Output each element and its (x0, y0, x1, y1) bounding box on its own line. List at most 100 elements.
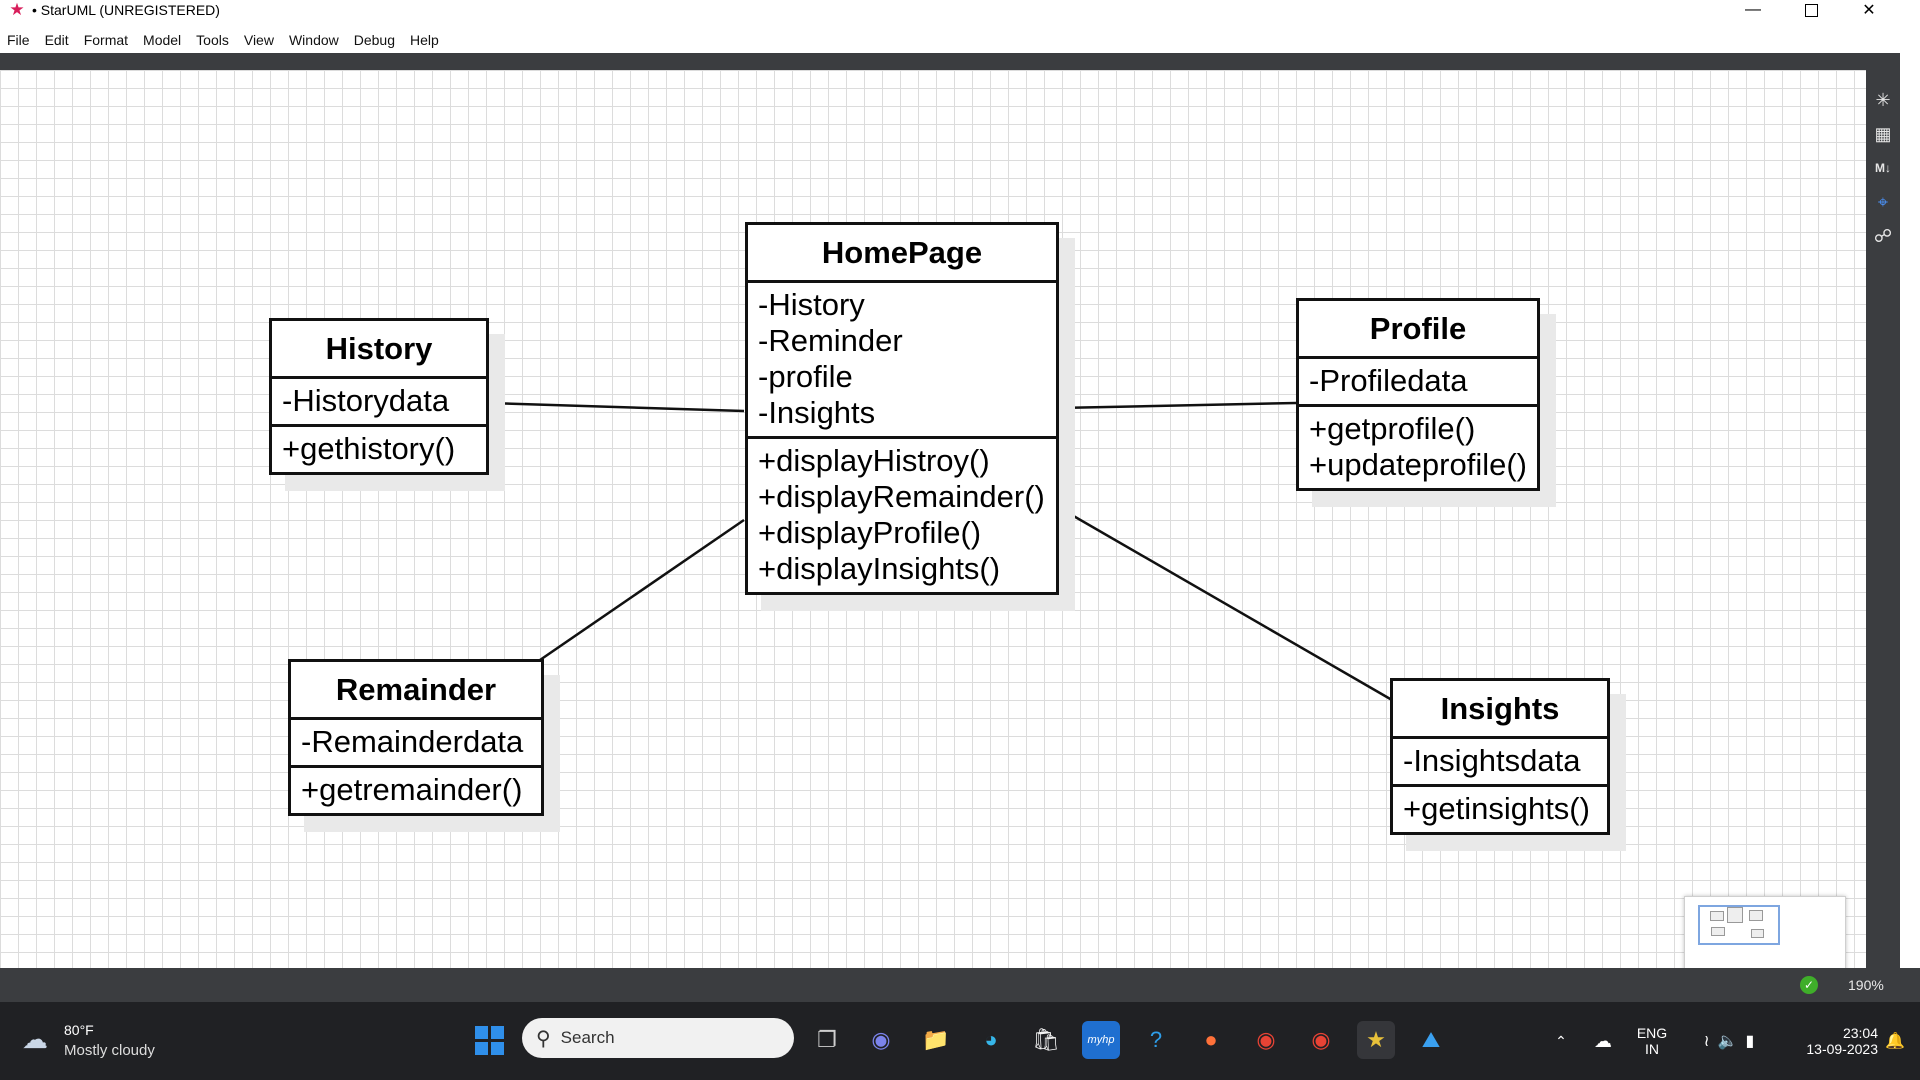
operation: +displayHistroy() (758, 443, 990, 478)
minimap-shape (1711, 927, 1725, 936)
toolbar-strip (0, 53, 1920, 70)
class-name: Profile (1299, 301, 1537, 359)
class-profile[interactable]: Profile -Profiledata +getprofile() +upda… (1296, 298, 1540, 491)
operation: +displayRemainder() (758, 479, 1045, 514)
weather-temperature: 80°F (64, 1022, 94, 1038)
attributes-compartment: -Remainderdata (291, 720, 541, 765)
weather-description: Mostly cloudy (64, 1042, 155, 1059)
notification-bell-icon[interactable]: 🔔 (1885, 1033, 1905, 1050)
operation: +displayProfile() (758, 515, 982, 550)
window-edge (1900, 50, 1920, 970)
association-history-homepage[interactable] (487, 401, 745, 413)
myhp-icon[interactable]: myhp (1082, 1021, 1120, 1059)
menu-file[interactable]: File (7, 32, 30, 48)
menu-tools[interactable]: Tools (196, 32, 229, 48)
store-icon[interactable]: 🛍 (1032, 1027, 1060, 1052)
operation: +displayInsights() (758, 551, 1001, 586)
clock-time: 23:04 (1842, 1025, 1878, 1041)
association-homepage-insights[interactable] (1057, 505, 1393, 702)
chrome-profile-icon[interactable]: ◉ (1311, 1027, 1331, 1052)
network-volume-battery[interactable]: ≀ 🔈 ▮ (1684, 1002, 1774, 1080)
class-history[interactable]: History -Historydata +gethistory() (269, 318, 489, 475)
region-code: IN (1645, 1041, 1659, 1057)
teams-meet-icon[interactable]: ◉ (871, 1027, 891, 1052)
maximize-icon (1804, 3, 1818, 17)
minimap-shape (1749, 910, 1763, 921)
search-icon: ⚲ (536, 1027, 551, 1050)
clock[interactable]: 23:04 13-09-2023 (1782, 1002, 1878, 1080)
minimap-viewport[interactable] (1698, 905, 1780, 945)
menu-format[interactable]: Format (83, 32, 129, 48)
close-button[interactable]: ✕ (1840, 0, 1898, 20)
navigator-crosshair-icon[interactable]: ⌖ (1877, 191, 1889, 212)
attribute: -Remainderdata (301, 724, 524, 759)
edge-icon[interactable]: ◕ (984, 1027, 998, 1052)
weather-widget[interactable]: ☁ 80°F Mostly cloudy (20, 1016, 170, 1064)
class-insights[interactable]: Insights -Insightsdata +getinsights() (1390, 678, 1610, 835)
menu-debug[interactable]: Debug (353, 32, 396, 48)
association-remainder-homepage[interactable] (539, 518, 745, 662)
operation: +getprofile() (1309, 411, 1476, 446)
menu-bar: File Edit Format Model Tools View Window… (0, 28, 1920, 52)
staruml-icon[interactable]: ★ (1357, 1021, 1395, 1059)
volume-icon: 🔈 (1717, 1033, 1738, 1050)
attributes-compartment: -History -Reminder -profile -Insights (748, 283, 1056, 436)
right-sidebar: ✳ ▦ M↓ ⌖ ☍ (1866, 70, 1900, 968)
share-graph-icon[interactable]: ☍ (1873, 225, 1893, 246)
task-view-icon[interactable]: ❐ (817, 1027, 837, 1052)
minimap-shape (1751, 929, 1764, 938)
attribute: -Reminder (758, 323, 903, 358)
operations-compartment: +displayHistroy() +displayRemainder() +d… (748, 436, 1056, 592)
search-placeholder: Search (560, 1028, 615, 1047)
minimize-button[interactable]: — (1724, 0, 1782, 20)
onedrive-cloud-icon[interactable]: ☁ (1594, 1030, 1612, 1051)
diagram-minimap[interactable] (1684, 896, 1846, 968)
attribute: -Insights (758, 395, 876, 430)
markdown-icon[interactable]: M↓ (1875, 161, 1891, 175)
menu-help[interactable]: Help (410, 32, 439, 48)
minimap-shape (1710, 911, 1724, 921)
layout-panels-icon[interactable]: ▦ (1874, 123, 1892, 144)
photos-icon[interactable]: ⛰ (1421, 1027, 1441, 1052)
title-bar: ★ • StarUML (UNREGISTERED) (0, 0, 1920, 20)
close-icon: ✕ (1862, 2, 1876, 19)
association-lines (487, 401, 1393, 702)
attribute: -History (758, 287, 865, 322)
operation: +getinsights() (1403, 791, 1590, 826)
menu-edit[interactable]: Edit (44, 32, 69, 48)
zoom-level[interactable]: 190% (1848, 977, 1884, 993)
class-homepage[interactable]: HomePage -History -Reminder -profile -In… (745, 222, 1059, 595)
firefox-icon[interactable]: ● (1204, 1027, 1218, 1052)
operations-compartment: +getprofile() +updateprofile() (1299, 404, 1537, 488)
status-bar: ✓ 190% (0, 968, 1920, 1002)
attributes-compartment: -Insightsdata (1393, 739, 1607, 784)
validation-check-icon[interactable]: ✓ (1800, 976, 1818, 994)
taskbar-search-box[interactable]: ⚲ Search (522, 1018, 794, 1058)
class-name: HomePage (748, 225, 1056, 283)
chrome-icon[interactable]: ◉ (1256, 1027, 1276, 1052)
language-code: ENG (1636, 1025, 1668, 1041)
battery-icon: ▮ (1745, 1033, 1755, 1050)
window-title: • StarUML (UNREGISTERED) (32, 2, 220, 18)
class-remainder[interactable]: Remainder -Remainderdata +getremainder() (288, 659, 544, 816)
maximize-button[interactable] (1782, 0, 1840, 20)
language-indicator[interactable]: ENG IN (1630, 1002, 1674, 1080)
help-icon[interactable]: ? (1149, 1027, 1163, 1052)
cloudy-weather-icon: ☁ (22, 1024, 48, 1054)
windows-taskbar: ☁ 80°F Mostly cloudy ⚲ Search ❐ ◉ 📁 ◕ 🛍 … (0, 1002, 1920, 1080)
class-name: Remainder (291, 662, 541, 720)
association-homepage-profile[interactable] (1057, 401, 1297, 410)
diagram-canvas[interactable]: HomePage -History -Reminder -profile -In… (0, 70, 1866, 968)
windows-start-icon[interactable] (470, 1021, 508, 1059)
menu-window[interactable]: Window (288, 32, 339, 48)
attribute: -profile (758, 359, 853, 394)
show-hidden-icons-icon[interactable]: ⌃ (1555, 1032, 1567, 1049)
menu-model[interactable]: Model (143, 32, 182, 48)
file-explorer-icon[interactable]: 📁 (922, 1027, 950, 1052)
menu-view[interactable]: View (243, 32, 274, 48)
operation: +getremainder() (301, 772, 523, 807)
extensions-puzzle-icon[interactable]: ✳ (1875, 89, 1891, 110)
attributes-compartment: -Historydata (272, 379, 486, 424)
wifi-icon: ≀ (1703, 1033, 1710, 1050)
minimize-icon: — (1745, 1, 1761, 18)
